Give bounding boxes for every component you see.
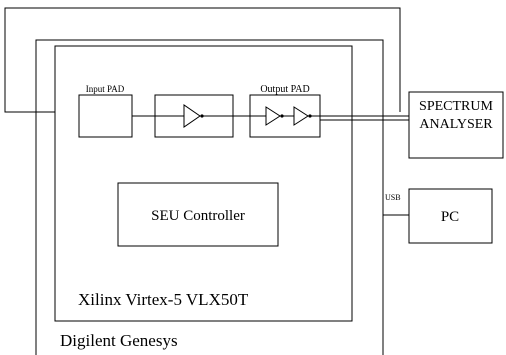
board-outline <box>35 39 384 355</box>
board-label: Digilent Genesys <box>60 331 178 350</box>
usb-label: USB <box>385 193 401 202</box>
spectrum-analyser-box <box>408 91 504 159</box>
output-pad-label: Output PAD <box>260 84 309 95</box>
spectrum-analyser-label-line2: ANALYSER <box>419 117 493 132</box>
pc-label: PC <box>441 209 459 225</box>
feedback-wire <box>4 7 401 113</box>
seu-controller-box <box>117 182 279 247</box>
seu-controller-label: SEU Controller <box>151 208 245 224</box>
input-pad-box <box>78 94 133 138</box>
pc-box <box>408 188 493 244</box>
fpga-label: Xilinx Virtex-5 VLX50T <box>78 290 249 309</box>
input-pad-label: Input PAD <box>86 84 125 94</box>
spectrum-analyser-label-line1: SPECTRUM <box>419 99 493 114</box>
